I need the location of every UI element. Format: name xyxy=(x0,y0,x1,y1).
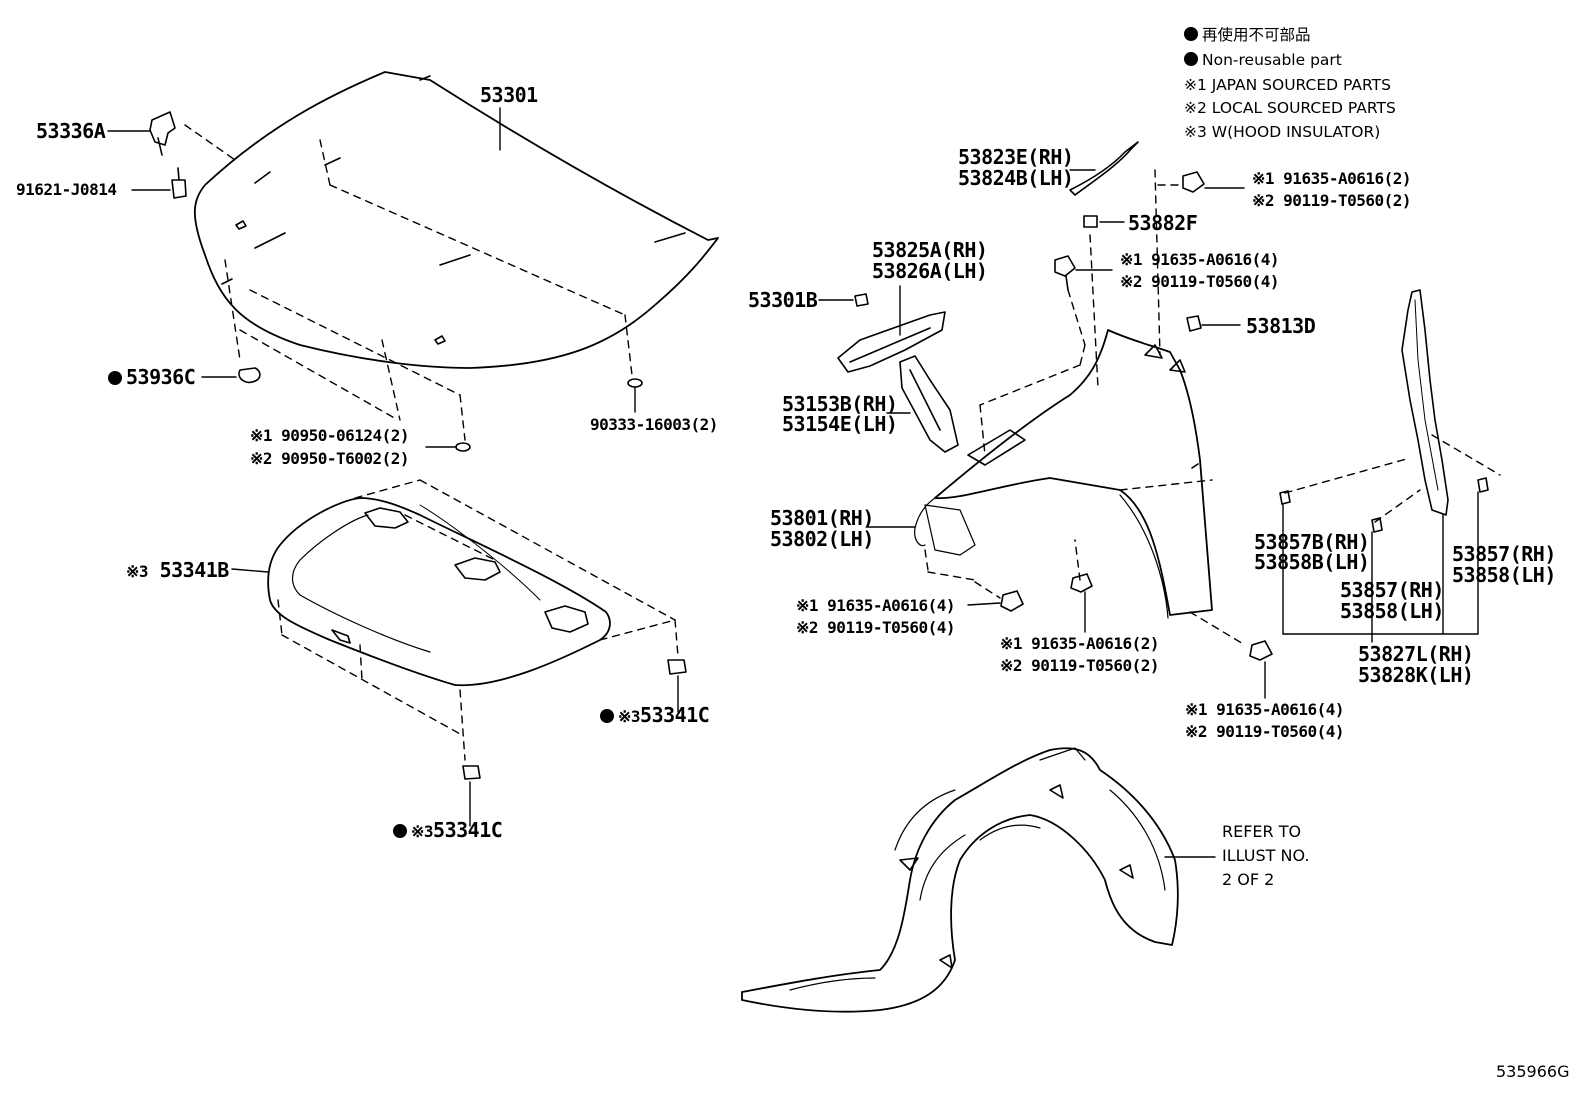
label-53824B: 53824B(LH) xyxy=(958,166,1074,190)
label-53936C-text: 53936C xyxy=(126,365,196,389)
non-reusable-dot-icon xyxy=(108,371,122,385)
label-90119-T0560-4-right: ※2 90119-T0560(4) xyxy=(1185,722,1345,741)
label-53154E: 53154E(LH) xyxy=(782,412,898,436)
non-reusable-dot-icon xyxy=(393,824,407,838)
refer-line-2: ILLUST NO. xyxy=(1222,846,1310,865)
hood-fasteners xyxy=(149,111,643,452)
hood-label-leaders xyxy=(107,107,636,448)
label-53341B-text: 53341B xyxy=(159,558,230,582)
refer-line-1: REFER TO xyxy=(1222,822,1302,841)
label-53828K: 53828K(LH) xyxy=(1358,663,1474,687)
label-91635-A0616-2-top: ※1 91635-A0616(2) xyxy=(1252,169,1412,188)
label-53825A: 53825A(RH) xyxy=(872,238,988,262)
label-53801: 53801(RH) xyxy=(770,506,874,530)
fender-fasteners xyxy=(854,141,1273,661)
legend-note-3: ※3 W(HOOD INSULATOR) xyxy=(1184,123,1381,141)
fender-liner xyxy=(741,747,1179,1013)
label-91635-A0616-4-low: ※1 91635-A0616(4) xyxy=(796,596,956,615)
label-53341B: ※3 53341B xyxy=(126,560,229,580)
fender-brackets xyxy=(837,289,1449,516)
hood-leader-lines xyxy=(184,124,633,441)
label-53341C-right-text: 53341C xyxy=(640,703,710,727)
label-53858B: 53858B(LH) xyxy=(1254,550,1370,574)
label-53857-right: 53857(RH) xyxy=(1452,542,1556,566)
label-90333-16003: 90333-16003(2) xyxy=(590,415,718,434)
insulator-label-leaders xyxy=(231,568,679,827)
label-53301B: 53301B xyxy=(748,288,818,312)
label-53827L: 53827L(RH) xyxy=(1358,642,1474,666)
seal-leader-lines xyxy=(1284,434,1501,523)
filled-dot-icon xyxy=(1184,52,1198,66)
label-53936C: 53936C xyxy=(108,365,196,389)
label-91621-J0814: 91621-J0814 xyxy=(16,180,117,199)
label-53858-right: 53858(LH) xyxy=(1452,563,1556,587)
label-53341C-bottom-text: 53341C xyxy=(433,818,503,842)
label-90950-T6002: ※2 90950-T6002(2) xyxy=(250,449,410,468)
label-53341C-bottom: ※353341C xyxy=(393,818,503,842)
fender-leader-lines xyxy=(924,169,1246,646)
label-90119-T0560-2-center: ※2 90119-T0560(2) xyxy=(1000,656,1160,675)
label-53802: 53802(LH) xyxy=(770,527,874,551)
label-53336A: 53336A xyxy=(36,119,106,143)
label-91635-A0616-4-right: ※1 91635-A0616(4) xyxy=(1185,700,1345,719)
refer-note: REFER TO ILLUST NO. 2 OF 2 xyxy=(1222,820,1309,892)
label-53153B: 53153B(RH) xyxy=(782,392,898,416)
label-53341C-right: ※353341C xyxy=(600,703,710,727)
legend-non-reusable-jp: 再使用不可部品 xyxy=(1184,27,1311,44)
filled-dot-icon xyxy=(1184,27,1198,41)
label-53858-mid: 53858(LH) xyxy=(1340,599,1444,623)
label-53813D: 53813D xyxy=(1246,314,1316,338)
label-53301: 53301 xyxy=(480,83,538,107)
legend-non-reusable-en: Non-reusable part xyxy=(1184,52,1342,69)
label-91635-A0616-4-mid: ※1 91635-A0616(4) xyxy=(1120,250,1280,269)
note-3-mark: ※3 xyxy=(126,562,149,581)
label-90119-T0560-4-mid: ※2 90119-T0560(4) xyxy=(1120,272,1280,291)
hood-insulator xyxy=(267,497,611,687)
legend-note-2: ※2 LOCAL SOURCED PARTS xyxy=(1184,99,1396,117)
label-53857-mid: 53857(RH) xyxy=(1340,578,1444,602)
seal-clips xyxy=(1279,477,1489,533)
insulator-clips xyxy=(462,659,687,780)
fender-label-leaders xyxy=(818,169,1479,699)
hood-panel xyxy=(193,71,719,369)
legend-en-text: Non-reusable part xyxy=(1202,51,1342,69)
label-91635-A0616-2-center: ※1 91635-A0616(2) xyxy=(1000,634,1160,653)
label-90950-06124: ※1 90950-06124(2) xyxy=(250,426,410,445)
label-90119-T0560-2-top: ※2 90119-T0560(2) xyxy=(1252,191,1412,210)
insulator-leader-lines xyxy=(277,479,679,761)
note-3-mark: ※3 xyxy=(618,707,641,726)
non-reusable-dot-icon xyxy=(600,709,614,723)
note-3-mark: ※3 xyxy=(411,822,434,841)
refer-line-3: 2 OF 2 xyxy=(1222,870,1275,889)
front-fender xyxy=(914,329,1213,619)
illustration-code: 535966G xyxy=(1496,1062,1570,1081)
label-53857B: 53857B(RH) xyxy=(1254,530,1370,554)
legend-jp-text: 再使用不可部品 xyxy=(1202,26,1311,44)
label-53882F: 53882F xyxy=(1128,211,1198,235)
label-90119-T0560-4-low: ※2 90119-T0560(4) xyxy=(796,618,956,637)
label-53823E: 53823E(RH) xyxy=(958,145,1074,169)
legend-note-1: ※1 JAPAN SOURCED PARTS xyxy=(1184,76,1391,94)
label-53826A: 53826A(LH) xyxy=(872,259,988,283)
